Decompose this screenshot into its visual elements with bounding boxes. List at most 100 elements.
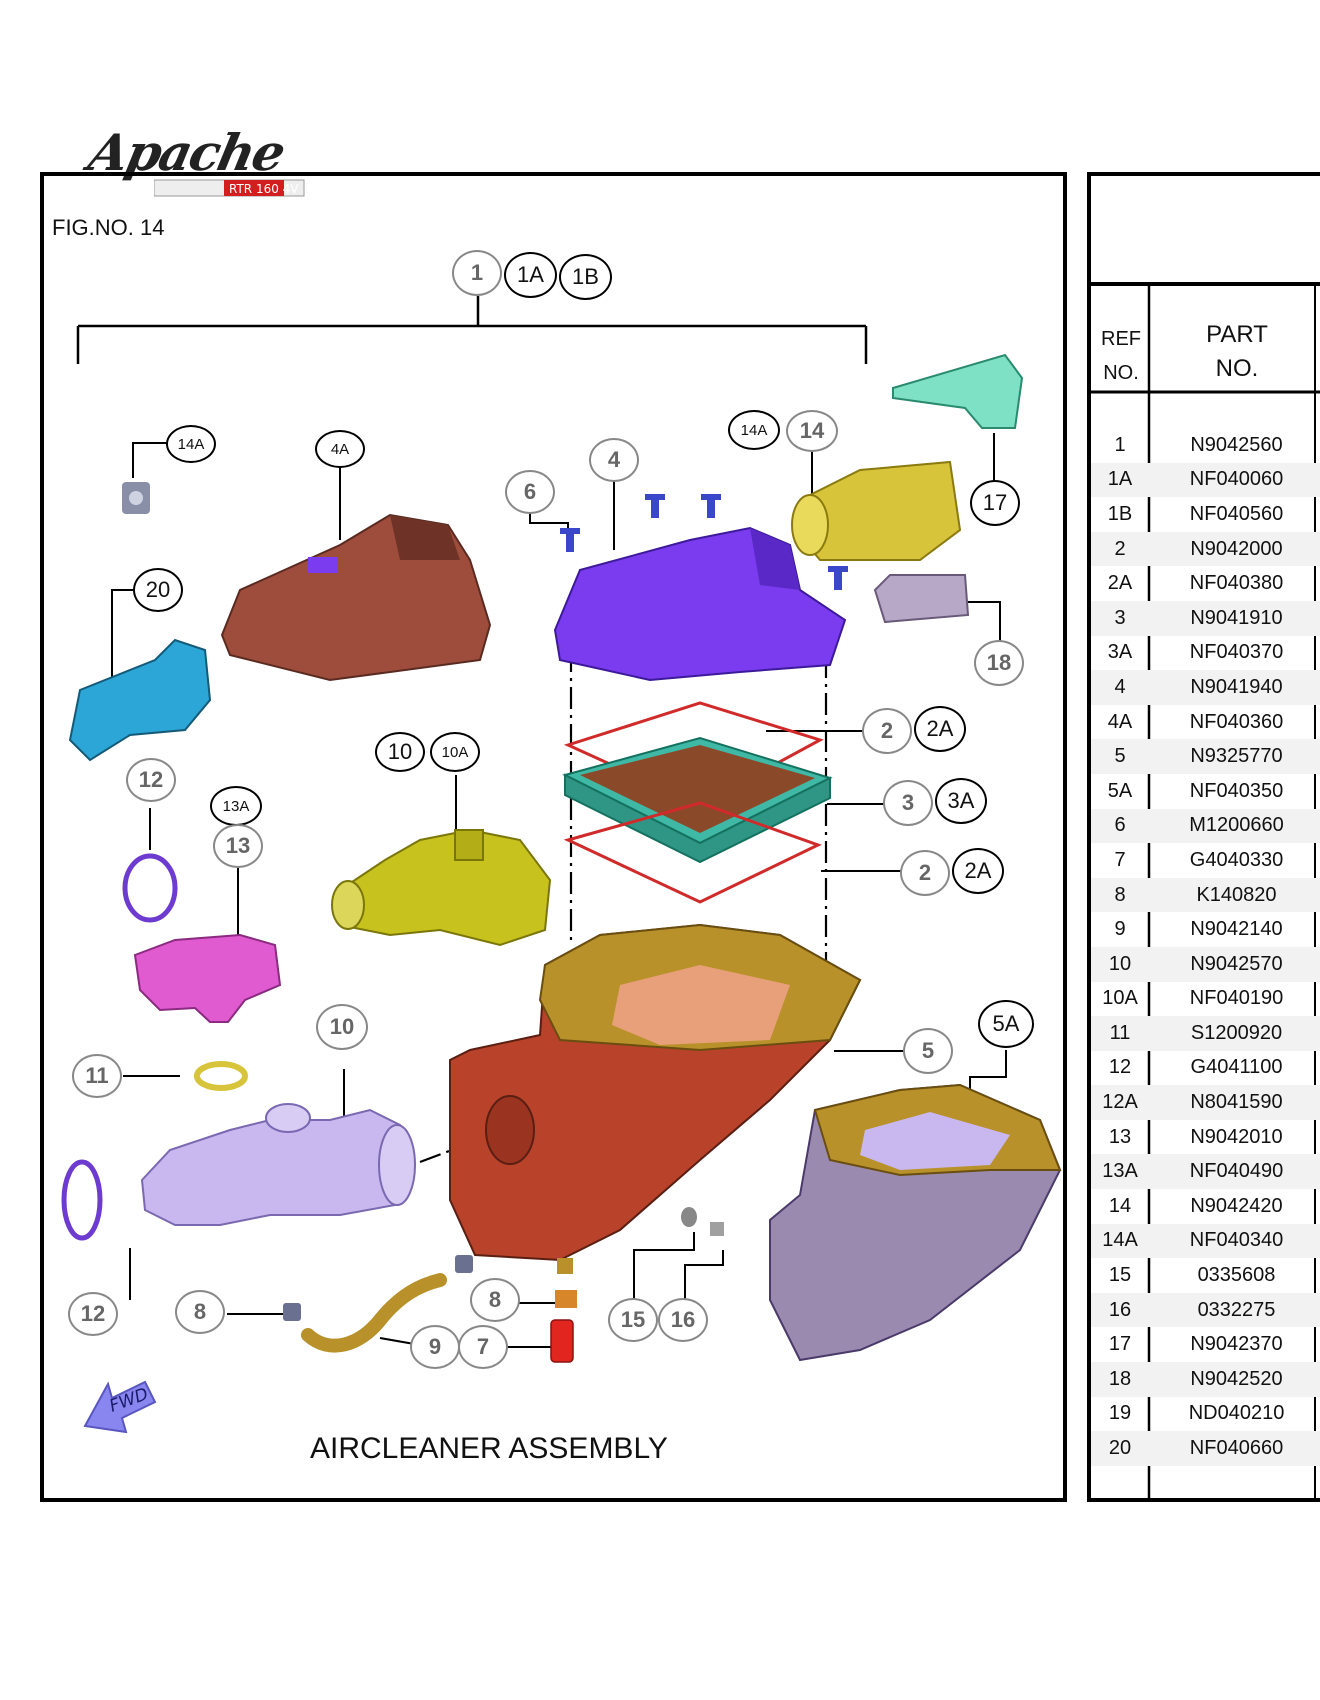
callout-6: 6 (505, 470, 555, 514)
part-no-cell: N9325770 (1190, 745, 1283, 768)
callout-3: 3 (883, 780, 933, 826)
table-row: 5 N9325770 (1091, 739, 1320, 774)
intake-hose-part-10 (140, 1103, 417, 1226)
ref-no-cell: 12A (1102, 1091, 1138, 1114)
ref-no-cell: 13A (1102, 1160, 1138, 1183)
ref-no-cell: 11 (1109, 1021, 1131, 1044)
ref-no-cell: 20 (1108, 1437, 1132, 1460)
table-row: 7 G4040330 (1091, 843, 1320, 878)
callout-13: 13 (213, 824, 263, 868)
callout-11: 11 (72, 1054, 122, 1098)
part-no-cell: N9042520 (1190, 1367, 1283, 1390)
callout-17: 17 (970, 480, 1020, 526)
table-row: 12A N8041590 (1091, 1085, 1320, 1120)
part-no-cell: 0335608 (1197, 1264, 1276, 1287)
resonator-part-10a (331, 828, 552, 947)
drain-hose-part-9 (301, 1273, 447, 1353)
ref-no-cell: 2 (1114, 537, 1126, 560)
part-header-line2: NO. (1215, 355, 1259, 382)
callout-4a: 4A (315, 430, 365, 468)
part-no-cell: N9042570 (1190, 952, 1283, 975)
ref-no-cell: 5 (1114, 745, 1126, 768)
gasket-part-2-bottom (563, 801, 822, 904)
ref-no-cell: 4 (1114, 675, 1126, 698)
callout-10a: 10A (430, 732, 480, 772)
ref-no-cell: 2A (1107, 572, 1133, 595)
part-no-cell: NF040660 (1189, 1437, 1284, 1460)
part-no-cell: M1200660 (1189, 814, 1284, 837)
parts-table-frame (1087, 172, 1320, 1502)
fwd-arrow-icon: FWD (83, 1380, 157, 1434)
part-no-cell: G4040330 (1189, 848, 1284, 871)
callout-14a-left: 14A (166, 425, 216, 463)
ref-header-line1: REF (1101, 328, 1141, 350)
assembly-bracket-line (76, 296, 868, 364)
ref-no-cell: 13 (1108, 1125, 1132, 1148)
ref-no-cell: 14A (1102, 1229, 1138, 1252)
callout-2-bottom: 2 (900, 850, 950, 896)
bolt-part-16 (710, 1222, 724, 1236)
clamp-part-12-upper (122, 853, 178, 923)
callout-16: 16 (658, 1298, 708, 1342)
callout-10-lower: 10 (316, 1004, 368, 1050)
housing-part-5a (769, 1083, 1062, 1362)
callout-8-right: 8 (470, 1278, 520, 1322)
callout-20: 20 (133, 568, 183, 612)
logo-model-badge: RTR 160 4V (154, 179, 305, 197)
grommet-part-18 (873, 574, 970, 624)
callout-1a: 1A (504, 252, 557, 298)
ref-no-cell: 1A (1107, 468, 1133, 491)
callout-8-left: 8 (175, 1290, 225, 1334)
table-row: 6 M1200660 (1091, 808, 1320, 844)
callout-15: 15 (608, 1298, 658, 1342)
callout-12-upper: 12 (126, 758, 176, 802)
part-no-cell: S1200920 (1190, 1021, 1283, 1044)
housing-part-5 (449, 923, 862, 1274)
part-no-cell: N9042000 (1190, 537, 1283, 560)
part-no-cell: NF040360 (1189, 710, 1284, 733)
ref-no-cell: 4A (1107, 710, 1133, 733)
ref-no-cell: 6 (1114, 814, 1126, 837)
part-no-cell: NF040350 (1189, 779, 1284, 802)
bracket-part-17 (892, 353, 1024, 429)
part-no-cell: 0332275 (1197, 1298, 1276, 1321)
logo-model-text: RTR 160 4V (229, 182, 299, 196)
callout-2a-top: 2A (914, 706, 966, 752)
washer-part-15 (681, 1207, 697, 1227)
callout-3a: 3A (935, 778, 987, 824)
ref-no-cell: 1 (1114, 433, 1126, 456)
intake-duct-part-14 (791, 460, 962, 561)
callout-1: 1 (452, 250, 502, 296)
ref-no-cell: 1B (1107, 502, 1133, 525)
part-no-cell: NF040370 (1189, 641, 1284, 664)
part-no-cell: N9042560 (1190, 433, 1283, 456)
brand-logo: Apache RTR 160 4V (84, 123, 330, 205)
table-row: 2 N9042000 (1091, 531, 1320, 567)
ref-header-line2: NO. (1103, 362, 1139, 384)
ref-no-cell: 12 (1108, 1056, 1132, 1079)
table-row: 11 S1200920 (1091, 1016, 1320, 1051)
table-row: 4A NF040360 (1091, 705, 1320, 740)
ref-no-cell: 8 (1114, 883, 1126, 906)
screws-part-6 (560, 494, 848, 590)
figure-number: FIG.NO. 14 (52, 215, 165, 240)
clip-part-14a (122, 482, 150, 514)
ref-no-cell: 7 (1114, 848, 1126, 871)
figure-title: AIRCLEANER ASSEMBLY (310, 1432, 668, 1465)
callout-5: 5 (903, 1028, 953, 1074)
part-no-cell: N8041590 (1190, 1091, 1283, 1114)
figure-frame (40, 172, 1067, 1502)
callout-9: 9 (410, 1325, 460, 1369)
callout-10-upper: 10 (375, 732, 425, 772)
cap-part-7 (550, 1319, 574, 1363)
ref-no-cell: 19 (1108, 1402, 1132, 1425)
clamp-part-12-lower (61, 1159, 103, 1241)
